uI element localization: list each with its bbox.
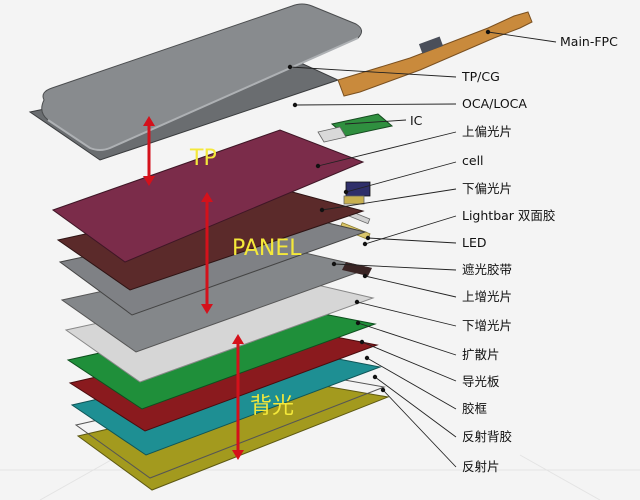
label-lower-polarizer: 下偏光片 — [462, 181, 513, 196]
leader-dots — [287, 29, 491, 393]
panel-thickness-arrow — [201, 192, 213, 314]
label-upper-bef: 上增光片 — [462, 289, 513, 304]
tp-thickness-arrow — [143, 116, 155, 186]
ic-flex — [317, 126, 347, 143]
fpc-connector — [418, 36, 444, 54]
label-shading-tape: 遮光胶带 — [462, 262, 513, 277]
label-diffuser: 扩散片 — [462, 347, 500, 362]
label-main-fpc: Main-FPC — [560, 34, 618, 49]
group-label-tp: TP — [190, 146, 217, 171]
backlight-thickness-arrow — [232, 334, 244, 460]
label-led: LED — [462, 235, 487, 250]
label-lower-bef: 下增光片 — [462, 318, 513, 333]
label-reflector-tape: 反射背胶 — [462, 429, 513, 444]
shading-tape-layer — [342, 262, 372, 276]
label-lightbar-tape: Lightbar 双面胶 — [462, 208, 556, 223]
label-frame: 胶框 — [462, 401, 488, 416]
label-reflector: 反射片 — [462, 459, 500, 474]
label-tp-cg: TP/CG — [462, 69, 500, 84]
group-label-backlight: 背光 — [250, 394, 295, 419]
leader-lines — [289, 31, 557, 468]
label-light-guide: 导光板 — [462, 374, 500, 389]
label-cell: cell — [462, 153, 484, 168]
tp-cg-edge — [47, 37, 359, 151]
label-upper-polarizer: 上偏光片 — [462, 124, 513, 139]
main-fpc — [337, 11, 533, 97]
label-oca: OCA/LOCA — [462, 96, 527, 111]
label-ic: IC — [410, 113, 423, 128]
background-grid — [0, 454, 640, 500]
group-label-panel: PANEL — [232, 236, 302, 261]
cell-flex — [343, 195, 365, 205]
tp-cg-layer — [41, 3, 362, 151]
